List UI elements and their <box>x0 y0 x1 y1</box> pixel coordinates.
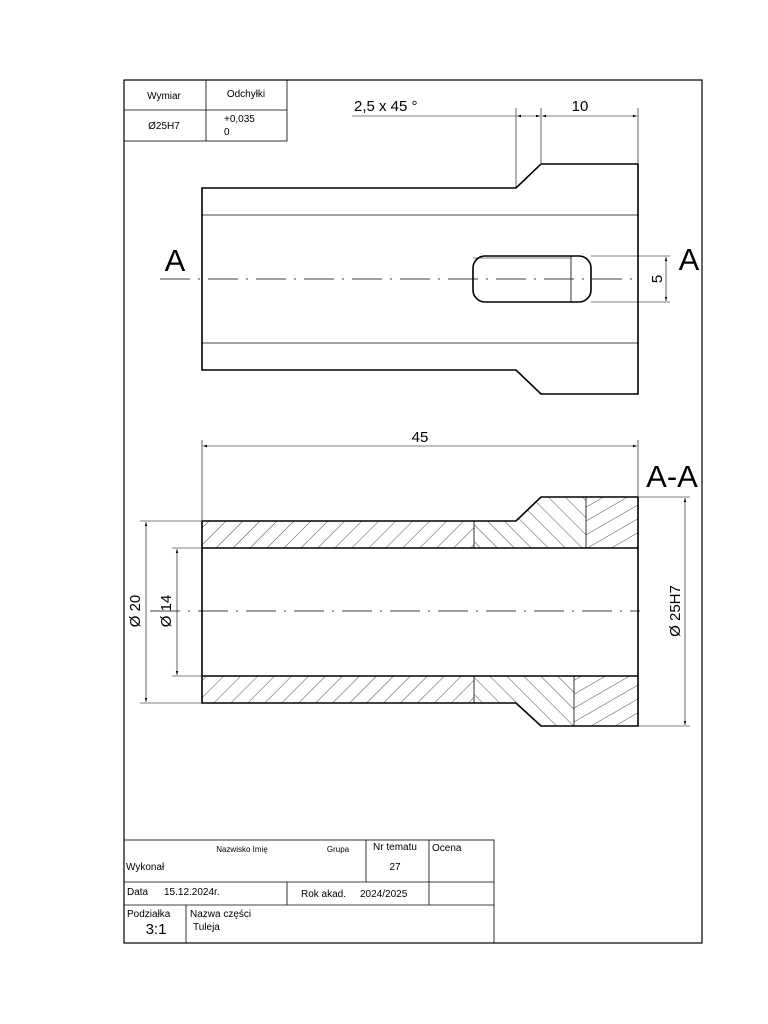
title-date-value: 15.12.2024r. <box>164 887 220 898</box>
title-part-name-label: Nazwa części <box>190 909 251 920</box>
title-scale-label: Podziałka <box>127 909 171 920</box>
title-academic-year-value: 2024/2025 <box>360 889 408 900</box>
section-title: A-A <box>646 459 698 494</box>
title-header-topic-no: Nr tematu <box>373 842 417 853</box>
total-length-label: 45 <box>412 429 429 446</box>
tolerance-header-deviations: Odchyłki <box>227 89 265 100</box>
inner-diameter-label: Ø 14 <box>158 595 175 628</box>
outer-diameter-label: Ø 20 <box>127 595 144 628</box>
tolerance-upper-deviation: +0,035 <box>224 114 255 125</box>
tolerance-lower-deviation: 0 <box>224 127 230 138</box>
section-upper-wall-hatch <box>202 521 474 548</box>
section-mark-right: A <box>679 242 700 277</box>
flange-diameter-label: Ø 25H7 <box>667 585 684 637</box>
top-view-slot <box>472 255 592 303</box>
section-upper-flange-hatch-2 <box>586 497 638 548</box>
length-10-label: 10 <box>572 98 589 115</box>
title-part-name-value: Tuleja <box>193 922 220 933</box>
section-lower-flange-hatch-2 <box>574 676 638 726</box>
title-topic-no-value: 27 <box>389 862 401 873</box>
top-view-outline <box>201 163 639 395</box>
tolerance-dimension-value: Ø25H7 <box>148 121 180 132</box>
title-made-by-label: Wykonał <box>126 862 165 873</box>
top-view: A A 5 2,5 x 45 ° 10 <box>160 98 700 395</box>
tolerance-header-dimension: Wymiar <box>147 91 181 102</box>
slot-width-label: 5 <box>649 275 666 283</box>
title-header-group: Grupa <box>327 845 350 854</box>
section-lower-wall-hatch <box>202 676 474 703</box>
title-header-name: Nazwisko Imię <box>216 845 268 854</box>
title-scale-value: 3:1 <box>146 921 167 938</box>
title-header-grade: Ocena <box>432 843 462 854</box>
title-date-label: Data <box>127 887 149 898</box>
section-mark-left: A <box>165 243 186 278</box>
title-block: Nazwisko Imię Grupa Nr tematu Ocena Wyko… <box>123 839 495 944</box>
section-lower-flange-hatch <box>474 676 574 726</box>
section-upper-flange-hatch <box>474 497 586 548</box>
title-academic-year-label: Rok akad. <box>301 889 346 900</box>
tolerance-table: Wymiar Odchyłki Ø25H7 +0,035 0 <box>123 79 288 142</box>
section-outline <box>201 496 639 727</box>
section-view: A-A 45 Ø 20 Ø 14 Ø 25H7 <box>127 429 698 727</box>
chamfer-label: 2,5 x 45 ° <box>354 98 418 115</box>
